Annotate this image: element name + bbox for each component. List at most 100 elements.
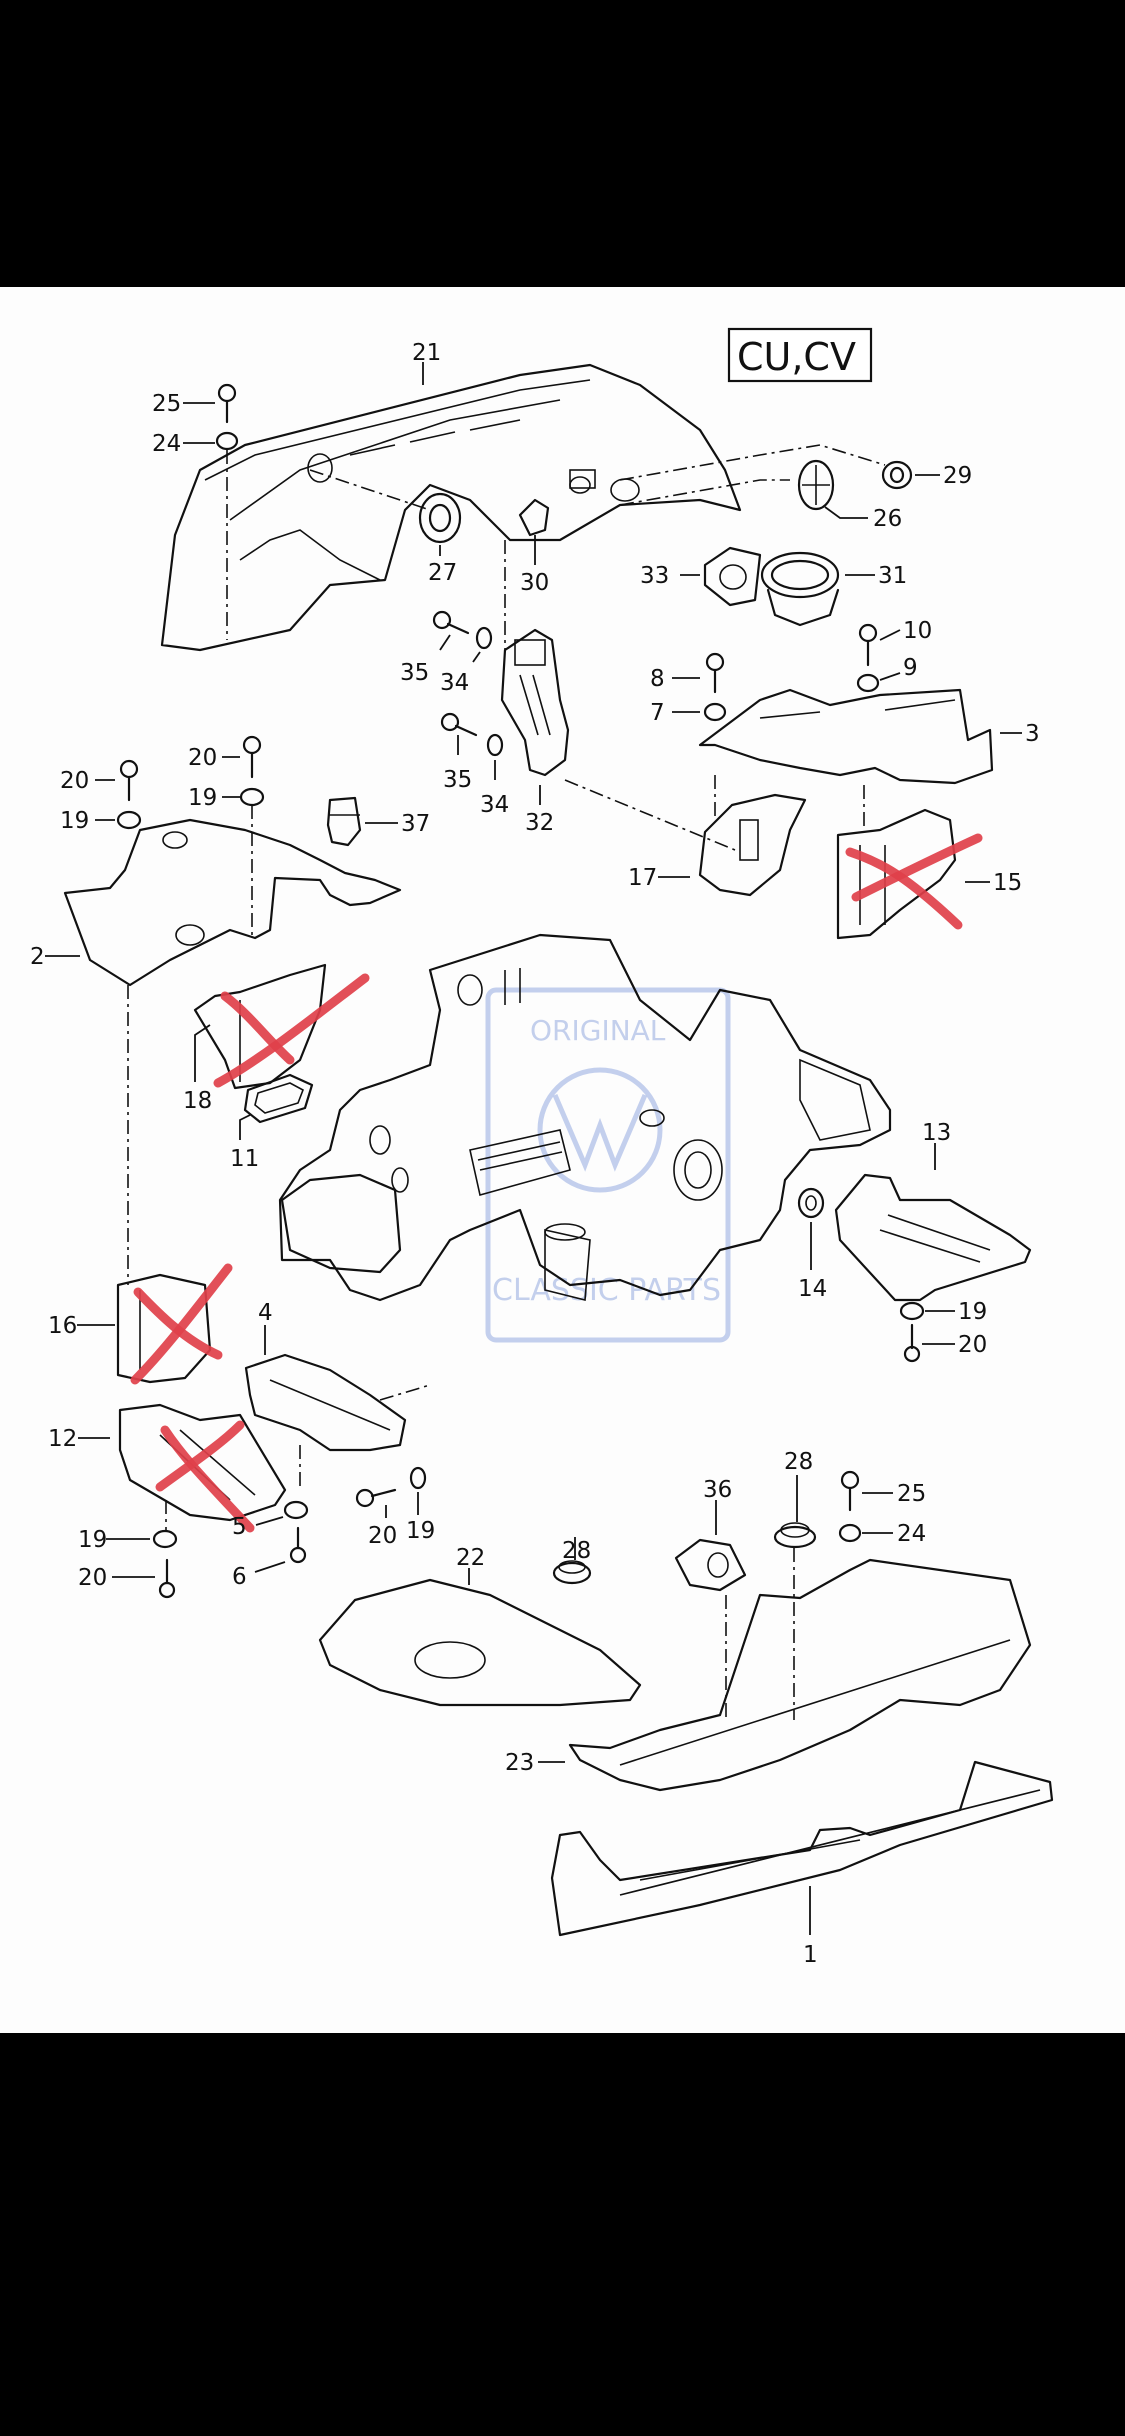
callout-27[interactable]: 27 [428,560,457,586]
callout-33[interactable]: 33 [640,563,669,589]
callout-13[interactable]: 13 [922,1120,951,1146]
part-13-plate[interactable] [834,1173,1032,1302]
washer-19-left[interactable] [116,810,142,830]
gasket-11[interactable] [243,1073,314,1124]
assembly-line [309,469,431,511]
clip-30[interactable] [518,498,550,537]
callout-20[interactable]: 20 [958,1332,987,1358]
bolt-20-mid[interactable] [242,735,262,779]
callout-19[interactable]: 19 [60,808,89,834]
washer-9[interactable] [856,673,880,693]
callout-26[interactable]: 26 [873,506,902,532]
bracket-32[interactable] [500,628,570,777]
grommet-28-left[interactable] [552,1560,592,1585]
grommet-27[interactable] [418,492,462,544]
part-16-duct[interactable] [116,1273,212,1384]
gasket-33[interactable] [703,546,762,607]
callout-35[interactable]: 35 [443,767,472,793]
callout-18[interactable]: 18 [183,1088,212,1114]
bolt-35-lower[interactable] [440,712,478,737]
callout-4[interactable]: 4 [258,1300,273,1326]
washer-34-lower[interactable] [486,733,504,757]
washer-34-upper[interactable] [475,626,493,650]
callout-6[interactable]: 6 [232,1564,247,1590]
callout-23[interactable]: 23 [505,1750,534,1776]
bolt-20-right[interactable] [903,1323,921,1363]
callout-19[interactable]: 19 [188,785,217,811]
callout-2[interactable]: 2 [30,944,45,970]
part-3-panel[interactable] [698,688,994,785]
plug-29[interactable] [881,460,913,490]
callout-7[interactable]: 7 [650,700,665,726]
part-21-wheel-housing[interactable] [160,363,742,652]
bolt-10[interactable] [858,623,878,667]
washer-7[interactable] [703,702,727,722]
callout-28[interactable]: 28 [562,1538,591,1564]
part-17-bracket[interactable] [698,793,807,897]
callout-28[interactable]: 28 [784,1449,813,1475]
callout-19[interactable]: 19 [406,1518,435,1544]
washer-5[interactable] [283,1500,309,1520]
bolt-8[interactable] [705,652,725,694]
bolt-20-left[interactable] [119,759,139,802]
bolt-20-lower[interactable] [355,1488,397,1508]
callout-14[interactable]: 14 [798,1276,827,1302]
callout-11[interactable]: 11 [230,1146,259,1172]
callout-31[interactable]: 31 [878,563,907,589]
callout-20[interactable]: 20 [368,1523,397,1549]
callout-20[interactable]: 20 [60,768,89,794]
bolt-20-lower-left[interactable] [158,1558,176,1599]
callout-29[interactable]: 29 [943,463,972,489]
callout-1[interactable]: 1 [803,1942,818,1968]
washer-19-lower-right[interactable] [409,1466,427,1490]
bushing-37[interactable] [326,796,362,847]
washer-19-right[interactable] [899,1301,925,1321]
callout-21[interactable]: 21 [412,340,441,366]
bolt-25-top[interactable] [217,383,237,424]
callout-37[interactable]: 37 [401,811,430,837]
callout-24[interactable]: 24 [152,431,181,457]
bolt-25-bottom[interactable] [840,1470,860,1512]
callout-34[interactable]: 34 [480,792,509,818]
callout-19[interactable]: 19 [78,1527,107,1553]
washer-19-mid[interactable] [239,787,265,807]
part-22-tray[interactable] [318,1578,642,1707]
grommet-28-right[interactable] [773,1522,817,1549]
crossed-out-mark-16 [133,1287,223,1360]
callout-17[interactable]: 17 [628,865,657,891]
callout-25[interactable]: 25 [897,1481,926,1507]
callout-9[interactable]: 9 [903,655,918,681]
bolt-35-upper[interactable] [432,610,470,635]
part-2-panel[interactable] [63,818,402,987]
callout-8[interactable]: 8 [650,666,665,692]
callout-5[interactable]: 5 [232,1514,247,1540]
callout-35[interactable]: 35 [400,660,429,686]
washer-24-bottom[interactable] [838,1523,862,1543]
bracket-36[interactable] [674,1538,747,1592]
callout-20[interactable]: 20 [188,745,217,771]
flange-31[interactable] [760,551,840,627]
part-23-tray[interactable] [568,1558,1032,1792]
part-4-bracket[interactable] [244,1353,407,1452]
callout-30[interactable]: 30 [520,570,549,596]
callout-36[interactable]: 36 [703,1477,732,1503]
callout-12[interactable]: 12 [48,1426,77,1452]
callout-3[interactable]: 3 [1025,721,1040,747]
washer-24-top[interactable] [215,431,239,451]
callout-22[interactable]: 22 [456,1545,485,1571]
callout-15[interactable]: 15 [993,870,1022,896]
grommet-26[interactable] [797,459,835,511]
callout-32[interactable]: 32 [525,810,554,836]
callout-16[interactable]: 16 [48,1313,77,1339]
part-12-plate[interactable] [118,1403,287,1522]
plug-14[interactable] [797,1187,825,1219]
callout-34[interactable]: 34 [440,670,469,696]
callout-25[interactable]: 25 [152,391,181,417]
part-1-sill[interactable] [550,1760,1054,1937]
callout-10[interactable]: 10 [903,618,932,644]
callout-20[interactable]: 20 [78,1565,107,1591]
bolt-6[interactable] [289,1526,307,1564]
callout-24[interactable]: 24 [897,1521,926,1547]
washer-19-lower-left[interactable] [152,1529,178,1549]
callout-19[interactable]: 19 [958,1299,987,1325]
